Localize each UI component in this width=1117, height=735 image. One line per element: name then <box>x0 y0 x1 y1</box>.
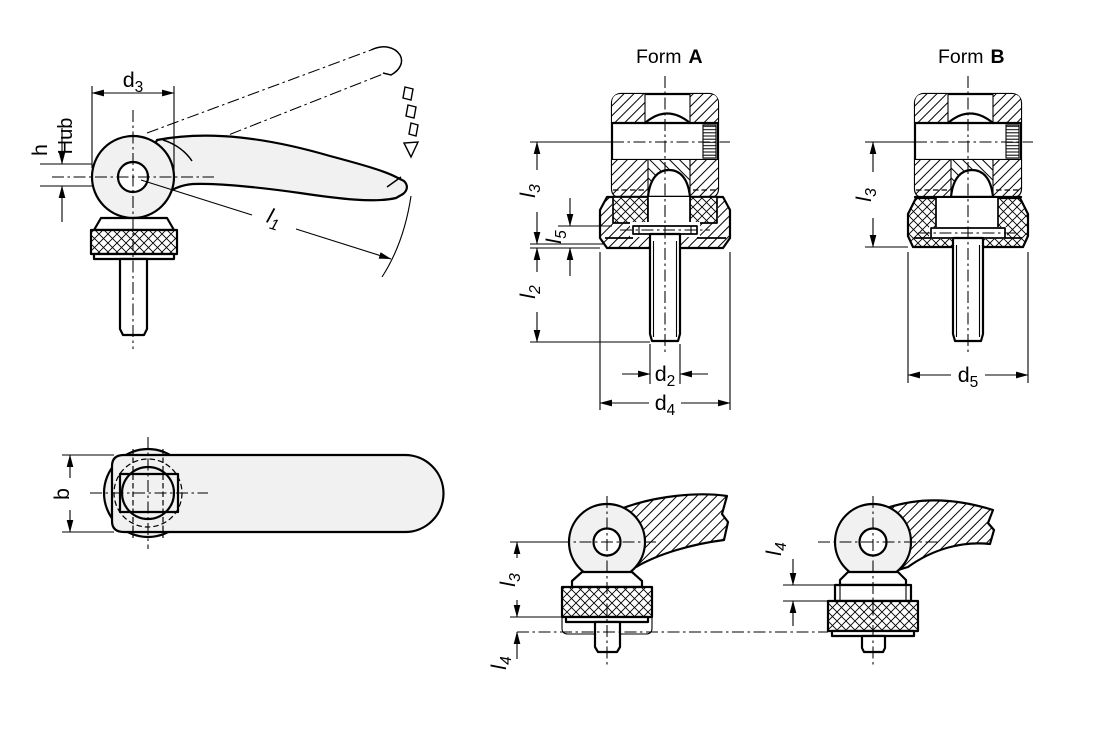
hatch-block <box>612 94 645 123</box>
thread-root-lines <box>955 245 981 337</box>
rotation-dash-1 <box>402 86 414 101</box>
hatch-block <box>690 94 718 123</box>
dimension-l1-arrow <box>295 228 392 260</box>
hatch-block <box>690 160 718 197</box>
threaded-stud <box>951 236 985 343</box>
thread-root-lines <box>652 241 678 337</box>
rotation-dash-2 <box>405 104 417 119</box>
stud-end <box>860 634 887 654</box>
extension-line <box>907 252 1029 383</box>
open-position-top-line <box>146 49 372 134</box>
dim-label-l4: l4 <box>487 656 515 670</box>
bushing-column <box>936 198 998 228</box>
dim-label-l3: l3 <box>496 573 524 587</box>
dim-label-l5: l5 <box>542 230 570 244</box>
dim-label-l2: l2 <box>516 285 544 299</box>
knurled-section-right <box>689 196 718 224</box>
arm-head-fillet <box>162 139 193 162</box>
washer-inner-lines <box>839 585 907 601</box>
position-view-clamped: l3 l4 <box>487 493 730 670</box>
dimension-l1-segment <box>140 179 253 216</box>
dim-label-h: h <box>28 144 52 156</box>
nut-flange <box>92 216 176 232</box>
dim-label-d5: d5 <box>958 363 979 391</box>
lever-body <box>110 453 445 534</box>
dim-label-l4: l4 <box>762 542 790 556</box>
dim-label-d2: d2 <box>655 362 676 390</box>
top-view: b <box>50 437 445 549</box>
extension-line <box>599 252 731 410</box>
rotation-dash-3 <box>408 122 419 137</box>
separator-lines <box>647 160 691 197</box>
knurled-nut <box>89 228 179 256</box>
position-views: l3 l4 l4 <box>487 493 996 670</box>
hatch-block <box>612 160 648 197</box>
bushing-column-edges <box>935 198 999 228</box>
dim-label-l3: l3 <box>516 184 544 198</box>
dim-label-b: b <box>50 488 74 500</box>
sectioned-lever-arm <box>882 499 996 575</box>
dim-label-l3: l3 <box>852 188 880 202</box>
lever-arm <box>148 134 408 202</box>
threaded-stud <box>118 257 149 337</box>
separator-lines <box>644 94 691 123</box>
position-view-released: l4 <box>762 496 996 668</box>
open-position-tip <box>370 46 403 76</box>
knurled-section-left <box>612 196 649 224</box>
dim-label-d3: d3 <box>123 68 144 96</box>
sectioned-lever-arm <box>616 493 730 575</box>
side-view: d3 h Hub l1 <box>28 46 420 349</box>
dim-label-d4: d4 <box>655 391 676 419</box>
cam-dome-upper <box>643 112 692 125</box>
dim-label-hub: Hub <box>55 118 77 155</box>
rotation-arrowhead-icon <box>402 141 420 159</box>
lever-tip-chamfer-line <box>386 176 402 188</box>
swing-arc <box>381 195 412 278</box>
cam-dome-lower <box>646 168 692 199</box>
